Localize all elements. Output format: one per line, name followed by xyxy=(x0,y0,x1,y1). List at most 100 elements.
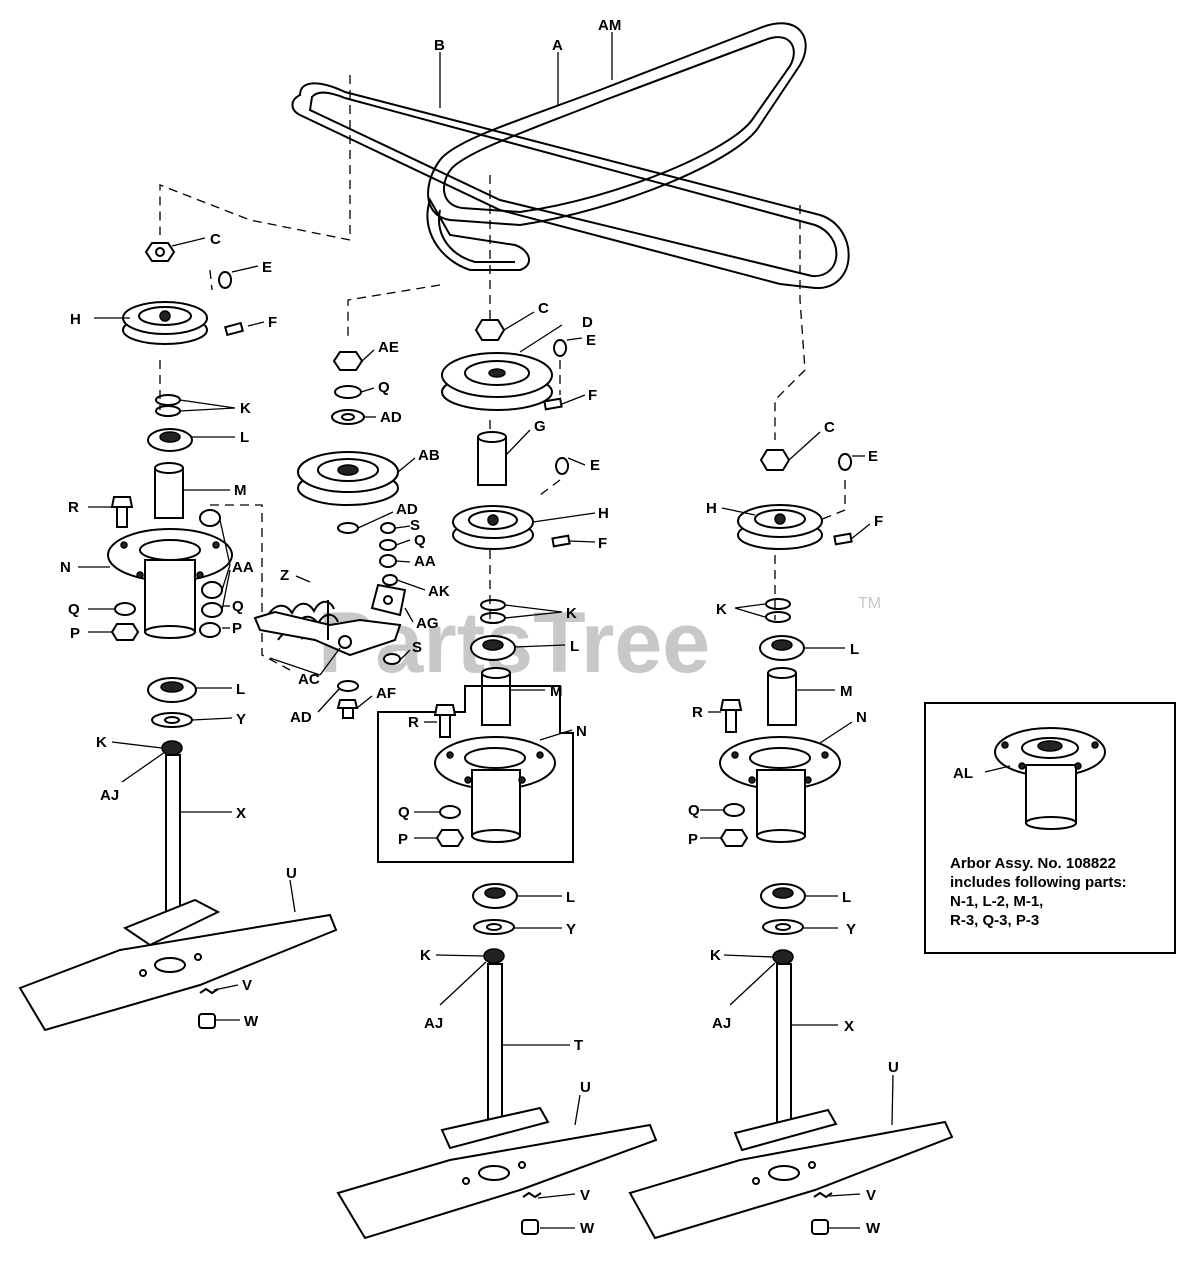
label-f-mid-1: F xyxy=(588,387,597,404)
label-am: AM xyxy=(598,17,621,34)
label-h-mid: H xyxy=(598,505,609,522)
bolt-r-left xyxy=(110,496,134,528)
label-aj-mid: AJ xyxy=(424,1015,443,1032)
arbor-note-line-1: Arbor Assy. No. 108822 xyxy=(950,855,1116,872)
label-h-right: H xyxy=(706,500,717,517)
label-q-idler-1: Q xyxy=(378,379,390,396)
washer-ad-top xyxy=(331,409,365,425)
nut-p-mid xyxy=(435,829,465,847)
label-a: A xyxy=(552,37,563,54)
nut-p-left xyxy=(110,623,140,641)
label-aj-right: AJ xyxy=(712,1015,731,1032)
label-ac: AC xyxy=(298,671,320,688)
shaft-x-left xyxy=(122,740,221,947)
watermark-tm: TM xyxy=(858,595,881,612)
label-k-mid-1: K xyxy=(566,605,577,622)
leader-lines xyxy=(78,32,894,1229)
label-r-left: R xyxy=(68,499,79,516)
label-ae: AE xyxy=(378,339,399,356)
idler-small-parts xyxy=(379,522,398,586)
label-n-mid: N xyxy=(576,723,587,740)
bolt-s xyxy=(383,653,401,665)
label-r-mid: R xyxy=(408,714,419,731)
pulley-ab xyxy=(297,451,399,506)
washer-q-left xyxy=(114,602,136,616)
arbor-inset: AL Arbor Assy. No. 108822 includes follo… xyxy=(924,702,1176,954)
nut-c-mid xyxy=(474,319,506,341)
screw-f-left xyxy=(224,321,244,337)
bearing-l-left-bottom xyxy=(147,677,197,703)
callout-labels: AM A B C E F H K L M R N AA Q P Q P L Y … xyxy=(60,17,899,1237)
label-q-left-2: Q xyxy=(68,601,80,618)
washer-q-idler-top xyxy=(334,385,362,399)
blade-u-right xyxy=(628,1120,954,1240)
right-spindle-assembly xyxy=(628,449,954,1240)
label-y-mid: Y xyxy=(566,921,576,938)
label-w-right: W xyxy=(866,1220,881,1237)
spacer-m-left xyxy=(154,462,184,519)
label-l-right-1: L xyxy=(850,641,859,658)
washer-q-mid xyxy=(439,805,461,819)
key-e-left xyxy=(218,271,232,289)
label-ab: AB xyxy=(418,447,440,464)
label-c-mid: C xyxy=(538,300,549,317)
washer-ad-bottom xyxy=(337,680,359,692)
left-spindle-assembly xyxy=(18,242,338,1032)
label-e-mid-2: E xyxy=(590,457,600,474)
label-s-or-p: S xyxy=(410,517,420,534)
label-x-left: X xyxy=(236,805,246,822)
label-x-right: X xyxy=(844,1018,854,1035)
washer-y-right xyxy=(762,919,804,935)
label-l-right-2: L xyxy=(842,889,851,906)
label-n-right: N xyxy=(856,709,867,726)
label-u-left: U xyxy=(286,865,297,882)
pulley-h-left xyxy=(122,301,208,345)
lockwasher-v-left xyxy=(199,987,219,995)
label-aa-idler: AA xyxy=(414,553,436,570)
label-z: Z xyxy=(280,567,289,584)
label-ad-3: AD xyxy=(290,709,312,726)
label-q-mid: Q xyxy=(398,804,410,821)
label-r-right: R xyxy=(692,704,703,721)
label-e-mid-1: E xyxy=(586,332,596,349)
label-aa-left: AA xyxy=(232,559,254,576)
bolt-r-mid xyxy=(433,704,457,738)
blade-u-mid xyxy=(336,1123,658,1240)
label-ad-1: AD xyxy=(380,409,402,426)
label-e-right: E xyxy=(868,448,878,465)
label-u-mid: U xyxy=(580,1079,591,1096)
arbor-inset-frame xyxy=(924,702,1176,954)
key-e-mid-top xyxy=(553,339,567,357)
label-q-right: Q xyxy=(688,802,700,819)
arbor-note-line-4: R-3, Q-3, P-3 xyxy=(950,912,1039,929)
label-v-left: V xyxy=(242,977,252,994)
nut-ae xyxy=(332,351,364,371)
key-e-mid-bottom xyxy=(555,457,569,475)
lockwasher-v-right xyxy=(813,1191,833,1199)
key-e-right xyxy=(838,453,852,471)
bolt-w-mid xyxy=(521,1219,539,1235)
label-l-mid-1: L xyxy=(570,638,579,655)
nut-c-left xyxy=(144,242,176,262)
lockwasher-v-mid xyxy=(522,1191,542,1199)
bolt-af xyxy=(336,699,359,719)
label-m-left: M xyxy=(234,482,247,499)
label-k-right-1: K xyxy=(716,601,727,618)
blade-u-left xyxy=(18,913,338,1032)
washer-y-mid xyxy=(473,919,515,935)
label-p-left-1: P xyxy=(232,620,242,637)
label-n-left: N xyxy=(60,559,71,576)
bearing-l-mid-bottom xyxy=(472,883,518,909)
label-ag: AG xyxy=(416,615,439,632)
arbor-note-line-2: includes following parts: xyxy=(950,874,1127,891)
label-v-right: V xyxy=(866,1187,876,1204)
label-c-left: C xyxy=(210,231,221,248)
label-f-right: F xyxy=(874,513,883,530)
housing-n-mid xyxy=(434,736,556,843)
label-k-mid-2: K xyxy=(420,947,431,964)
washer-ad-mid xyxy=(337,522,359,534)
arbor-callout-box xyxy=(377,685,574,863)
label-f-left: F xyxy=(268,314,277,331)
screw-f-mid-bottom xyxy=(551,534,571,548)
